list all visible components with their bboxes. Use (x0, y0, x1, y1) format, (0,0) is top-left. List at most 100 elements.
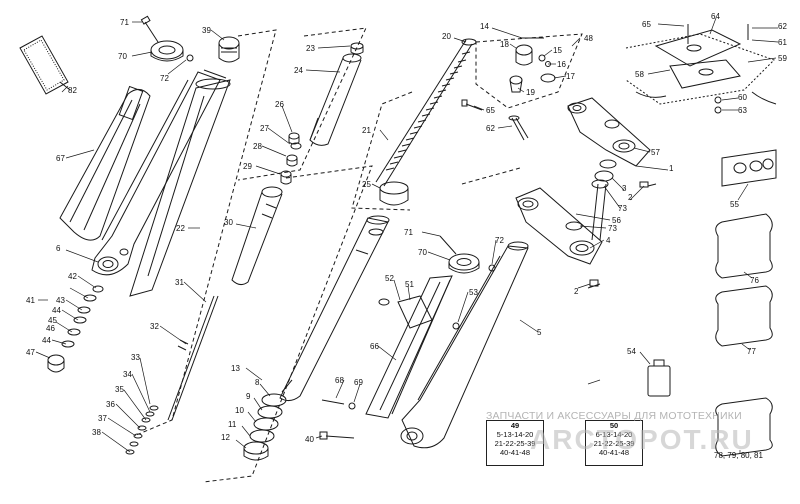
callout-44: 44 (52, 306, 61, 315)
callout-55: 55 (730, 200, 739, 209)
callout-78-81: 78, 79, 80, 81 (714, 451, 763, 460)
callout-34: 34 (123, 370, 132, 379)
callout-22: 22 (176, 224, 185, 233)
parts-26-29-small (280, 132, 302, 185)
part-67-fork-guard (59, 85, 151, 241)
callout-5: 5 (537, 328, 542, 337)
callout-36: 36 (106, 400, 115, 409)
callout-23: 23 (306, 44, 315, 53)
callout-33: 33 (131, 353, 140, 362)
callout-48: 48 (584, 34, 593, 43)
callout-68: 68 (335, 376, 344, 385)
callout-41: 41 (26, 296, 35, 305)
callout-30: 30 (224, 218, 233, 227)
inset-bracket-assembly (625, 24, 777, 114)
callout-13: 13 (231, 364, 240, 373)
box-49-line-3: 40-41-48 (499, 448, 531, 457)
callout-71: 71 (120, 18, 129, 27)
callout-63: 63 (738, 106, 747, 115)
part-77-gaiter (715, 285, 773, 347)
callout-59: 59 (778, 54, 787, 63)
callout-20: 20 (442, 32, 451, 41)
part-66-fork-guard (365, 275, 453, 419)
part-13-outer-tube (279, 215, 390, 402)
callout-60: 60 (738, 93, 747, 102)
part-22-tube (129, 78, 231, 297)
callout-28: 28 (253, 142, 262, 151)
callout-82: 82 (68, 86, 77, 95)
callout-53: 53 (469, 288, 478, 297)
reference-box-49: 49 5-13-14-20 21-22-25-39 40-41-48 (486, 420, 544, 466)
callout-16: 16 (557, 60, 566, 69)
callout-6: 6 (56, 244, 61, 253)
callout-65: 65 (642, 20, 651, 29)
callout-39: 39 (202, 26, 211, 35)
callout-8: 8 (255, 378, 260, 387)
part-51-bracket (378, 295, 460, 330)
callout-70: 70 (418, 248, 427, 257)
box-50-line-3: 40-41-48 (598, 448, 630, 457)
callout-51: 51 (405, 280, 414, 289)
part-76-gaiter (715, 213, 773, 279)
callout-76: 76 (750, 276, 759, 285)
callout-10: 10 (235, 406, 244, 415)
callout-2: 2 (574, 287, 579, 296)
part-21-spring (375, 38, 477, 187)
callout-58: 58 (635, 70, 644, 79)
callout-67: 67 (56, 154, 65, 163)
callout-62: 62 (486, 124, 495, 133)
part-5-right-fork-leg (400, 241, 529, 449)
part-68-69-bolts (319, 399, 356, 440)
part-31-rod (167, 295, 219, 421)
callout-29: 29 (243, 162, 252, 171)
callout-40: 40 (305, 435, 314, 444)
part-57-upper-clamp (567, 97, 657, 188)
callout-45: 45 (48, 316, 57, 325)
callout-65: 65 (486, 106, 495, 115)
leader-lines (35, 17, 779, 454)
callout-37: 37 (98, 414, 107, 423)
callout-70: 70 (118, 52, 127, 61)
callout-4: 4 (606, 236, 611, 245)
callout-52: 52 (385, 274, 394, 283)
callout-12: 12 (221, 433, 230, 442)
callout-17: 17 (566, 72, 575, 81)
part-24-cartridge (309, 42, 364, 146)
parts-8-12-washers (243, 393, 287, 461)
callout-14: 14 (480, 22, 489, 31)
box-50-title: 50 (609, 421, 619, 430)
callout-27: 27 (260, 124, 269, 133)
box-50-line-1: 6-13-14-20 (595, 430, 633, 439)
callout-42: 42 (68, 272, 77, 281)
callout-35: 35 (115, 385, 124, 394)
part-48-valve-group (509, 37, 556, 93)
part-82-pad (19, 35, 71, 95)
box-50-line-2: 21-22-25-39 (593, 439, 635, 448)
reference-box-50: 50 6-13-14-20 21-22-25-39 40-41-48 (585, 420, 643, 466)
callout-62: 62 (778, 22, 787, 31)
callout-66: 66 (370, 342, 379, 351)
parts-33-38-stack (125, 405, 159, 455)
part-30-rod-tube (231, 186, 283, 286)
callout-72: 72 (160, 74, 169, 83)
callout-18: 18 (500, 40, 509, 49)
part-78-gaiter (715, 397, 773, 457)
callout-38: 38 (92, 428, 101, 437)
callout-72: 72 (495, 236, 504, 245)
watermark-tagline: ЗАПЧАСТИ И АКСЕССУАРЫ ДЛЯ МОТОТЕХНИКИ (486, 410, 742, 422)
callout-46: 46 (46, 324, 55, 333)
callout-15: 15 (553, 46, 562, 55)
callout-54: 54 (627, 347, 636, 356)
callout-71: 71 (404, 228, 413, 237)
callout-11: 11 (228, 420, 237, 429)
callout-1: 1 (669, 164, 674, 173)
callout-57: 57 (651, 148, 660, 157)
callout-47: 47 (26, 348, 35, 357)
part-39-cap (218, 36, 240, 63)
part-70-clamp-top (140, 15, 194, 62)
callout-73: 73 (618, 204, 627, 213)
callout-21: 21 (362, 126, 371, 135)
callout-69: 69 (354, 378, 363, 387)
